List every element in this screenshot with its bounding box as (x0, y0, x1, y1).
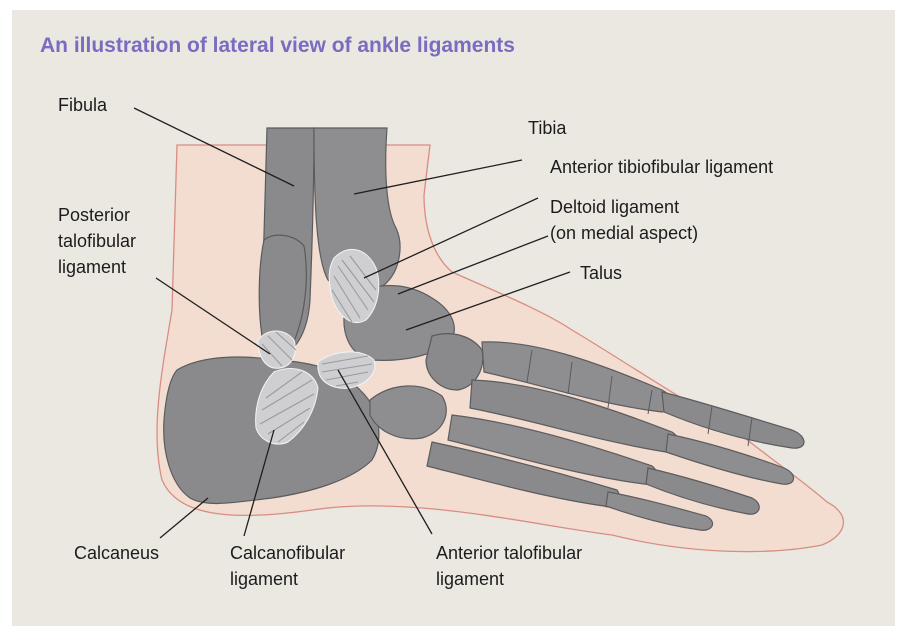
posterior-talofibular-line-2: talofibular (58, 228, 136, 254)
posterior-talofibular-line-1: Posterior (58, 202, 136, 228)
posterior-talofibular-ligament-label: Posterior talofibular ligament (58, 202, 136, 280)
ankle-illustration (12, 10, 895, 626)
calcanofibular-line-2: ligament (230, 566, 345, 592)
calcanofibular-line-1: Calcanofibular (230, 540, 345, 566)
anterior-talofibular-line-1: Anterior talofibular (436, 540, 582, 566)
anterior-tibiofibular-ligament-label: Anterior tibiofibular ligament (550, 154, 773, 180)
deltoid-ligament-line-1: Deltoid ligament (550, 194, 698, 220)
anterior-talofibular-line-2: ligament (436, 566, 582, 592)
diagram-panel: An illustration of lateral view of ankle… (12, 10, 895, 626)
tibia-label: Tibia (528, 115, 566, 141)
talus-label: Talus (580, 260, 622, 286)
calcaneus-label: Calcaneus (74, 540, 159, 566)
posterior-talofibular-line-3: ligament (58, 254, 136, 280)
calcanofibular-ligament-label: Calcanofibular ligament (230, 540, 345, 592)
diagram-title: An illustration of lateral view of ankle… (40, 34, 515, 58)
anterior-talofibular-ligament-label: Anterior talofibular ligament (436, 540, 582, 592)
deltoid-ligament-line-2: (on medial aspect) (550, 220, 698, 246)
fibula-label: Fibula (58, 92, 107, 118)
deltoid-ligament-label: Deltoid ligament (on medial aspect) (550, 194, 698, 246)
